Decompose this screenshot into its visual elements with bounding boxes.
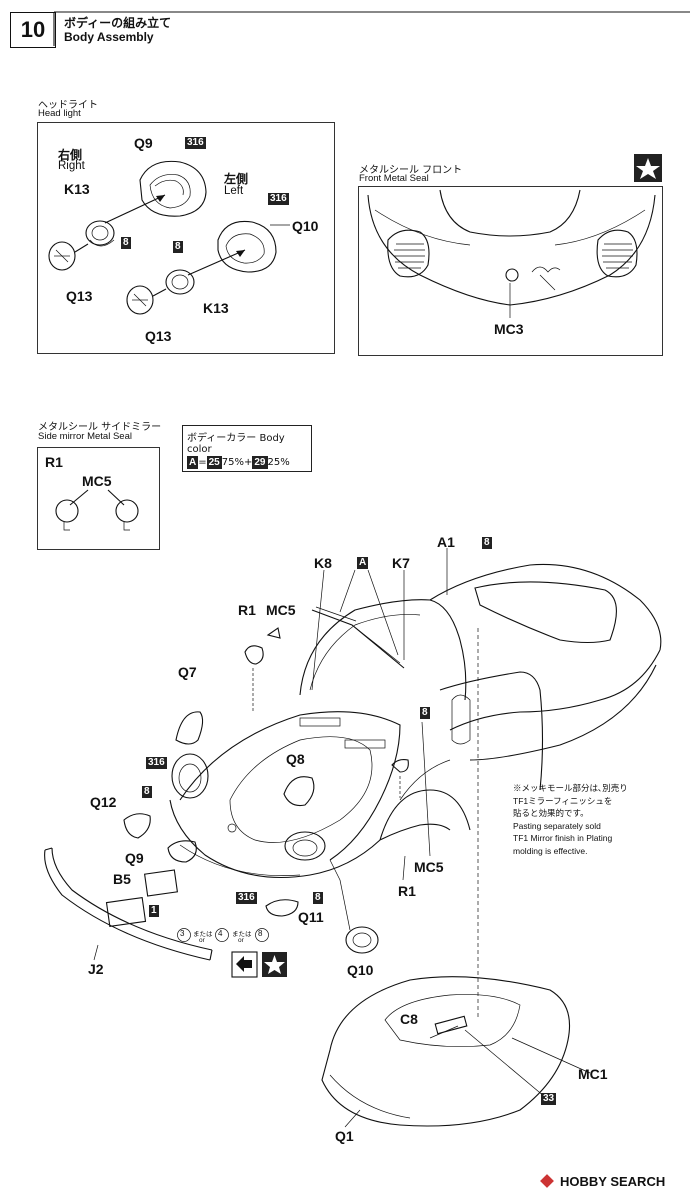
note-en-2: TF1 Mirror finish in Plating [513,833,613,843]
note-en-1: Pasting separately sold [513,820,601,831]
watermark: HOBBY SEARCH [560,1174,666,1189]
mirror-seal-caption-en: Side mirror Metal Seal [38,431,132,442]
paint-tag-316: 316 [268,193,289,205]
option-circle-4 [215,928,229,942]
option-3: 3 [180,929,185,938]
part-label-r1: R1 [45,454,63,470]
part-label-mc1: MC1 [578,1066,608,1082]
part-label-c8: C8 [400,1011,418,1027]
direction-badge-frame [231,951,258,978]
front-seal-caption-jp: メタルシール フロント [359,165,463,176]
paint-tag-8: 8 [420,707,430,719]
mirror-seal-panel [37,447,160,550]
part-label-k8: K8 [314,555,332,571]
paint-tag-29: 29 [252,456,268,469]
note-jp-1: ※メッキモール部分は､別売り [513,783,628,793]
part-label-b5: B5 [113,871,131,887]
chrome-note: ※メッキモール部分は､別売り TF1ミラーフィニッシュを 貼ると効果的です。 P… [513,782,663,857]
paint-tag-316: 316 [185,137,206,149]
headlight-panel [37,122,335,354]
part-label-q1: Q1 [335,1128,354,1144]
headlight-caption-en: Head light [38,108,81,119]
paint-tag-316: 316 [146,757,167,769]
part-label-q11: Q11 [298,909,324,925]
part-label-q9: Q9 [125,850,144,866]
part-label-q9: Q9 [134,135,153,151]
part-label-mc5: MC5 [414,859,444,875]
paint-tag-1: 1 [149,905,159,917]
paint-tag-a: A [357,557,369,569]
option-4: 4 [218,929,223,938]
option-8: 8 [258,929,263,938]
part-label-q13: Q13 [66,288,93,304]
arrow-left-icon [236,956,252,972]
paint-tag-25: 25 [206,456,222,469]
option-or-jp: または [232,930,252,938]
star-icon-2 [264,955,285,974]
step-title-en: Body Assembly [64,30,154,44]
ratio-25: 75% [221,457,244,468]
front-seal-drawing [367,189,656,318]
front-seal-panel [358,186,663,356]
headlight-drawing [48,160,290,315]
headlight-right-jp: 右側 [58,148,83,162]
paint-tag-8: 8 [313,892,323,904]
part-label-q12: Q12 [90,794,117,810]
headlight-left-jp: 左側 [224,172,249,186]
mirror-seal-caption-jp: メタルシール サイドミラー [38,422,162,433]
paint-tag-8: 8 [142,786,152,798]
part-label-a1: A1 [437,534,455,550]
paint-tag-8: 8 [482,537,492,549]
part-label-k7: K7 [392,555,410,571]
note-en-3: molding is effective. [513,845,588,856]
headlight-caption-jp: ヘッドライト [38,100,98,111]
option-circle-8 [255,928,269,942]
part-label-q10: Q10 [347,962,374,978]
part-label-k13: K13 [203,300,229,316]
ratio-29: 25% [267,457,290,468]
part-label-r1: R1 [238,602,256,618]
part-label-mc5: MC5 [82,473,112,489]
option-or-jp: または [193,930,213,938]
paint-tag-316: 316 [236,892,257,904]
note-jp-3: 貼ると効果的です。 [513,808,589,818]
paint-tag-a: A [187,456,199,469]
part-label-q13: Q13 [145,328,172,344]
front-seal-caption-en: Front Metal Seal [359,173,429,184]
body-color-title: ボディーカラー Body color [187,433,285,455]
option-circle-3 [177,928,191,942]
part-label-q7: Q7 [178,664,197,680]
note-jp-2: TF1ミラーフィニッシュを [513,795,613,806]
paint-tag-8: 8 [173,241,183,253]
headlight-left-en: Left [224,185,244,197]
paint-tag-33: 33 [541,1093,557,1105]
part-label-q10: Q10 [292,218,319,234]
equals-sign: = [198,457,207,468]
part-label-j2: J2 [88,961,104,977]
step-title-jp: ボディーの組み立て [64,16,172,30]
plus-sign: + [243,457,253,468]
step-number: 10 [10,12,56,48]
part-label-r1: R1 [398,883,416,899]
car-body-drawing [44,548,662,1128]
paint-tag-8: 8 [121,237,131,249]
part-label-mc3: MC3 [494,321,524,337]
star-icon [636,158,660,179]
headlight-right-en: Right [58,160,85,172]
option-or-en: or [199,937,205,944]
part-label-mc5: MC5 [266,602,296,618]
mirror-seal-drawing [55,489,139,531]
option-or-en: or [238,937,244,944]
part-label-k13: K13 [64,181,90,197]
part-label-q8: Q8 [286,751,305,767]
